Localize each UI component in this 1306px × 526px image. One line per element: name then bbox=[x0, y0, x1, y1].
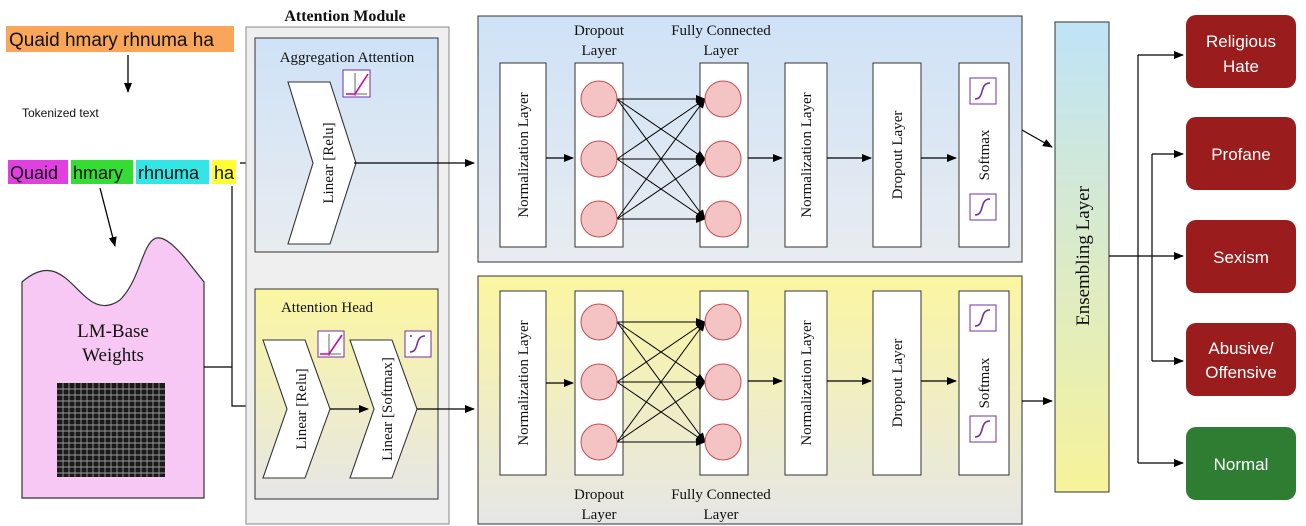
bottom-norm2-label: Normalization Layer bbox=[799, 320, 815, 445]
output-abusive-offensive: Abusive/ Offensive bbox=[1186, 323, 1296, 396]
aggregation-attention-title: Aggregation Attention bbox=[280, 50, 415, 66]
output-box bbox=[1186, 323, 1296, 396]
branch-top-box bbox=[477, 15, 1023, 263]
output-box bbox=[1186, 15, 1296, 88]
neuron bbox=[580, 363, 618, 401]
ensembling-layer bbox=[1054, 21, 1110, 493]
sentence-highlight bbox=[6, 26, 234, 52]
ensembling-layer-label: Ensembling Layer bbox=[1073, 185, 1094, 325]
lm-base-label-2: Weights bbox=[82, 345, 144, 366]
top-normalization-layer-2 bbox=[784, 62, 828, 248]
neuron bbox=[704, 303, 742, 341]
bottom-normalization-layer-1 bbox=[499, 290, 547, 476]
sigmoid-icon bbox=[969, 415, 997, 443]
output-label-line1: Abusive/ bbox=[1208, 339, 1273, 358]
sigmoid-icon bbox=[969, 77, 997, 105]
attention-module-title: Attention Module bbox=[284, 8, 405, 25]
neuron bbox=[704, 140, 742, 178]
top-dropout-neurons bbox=[580, 80, 618, 238]
top-dropout-layer-2 bbox=[872, 62, 922, 248]
attention-head-title: Attention Head bbox=[281, 300, 374, 316]
head-linear-relu-chevron bbox=[262, 339, 331, 479]
output-label-line1: Religious bbox=[1206, 32, 1276, 51]
head-linear-softmax-label: Linear [Softmax] bbox=[380, 357, 396, 461]
aggregation-linear-label: Linear [Relu] bbox=[321, 122, 337, 203]
output-label-line1: Sexism bbox=[1213, 248, 1269, 267]
bottom-dropout-title-1: Dropout bbox=[574, 487, 625, 503]
output-label-line2: Hate bbox=[1223, 57, 1259, 76]
sigmoid-icon-head bbox=[404, 330, 432, 358]
branch-bottom-box bbox=[477, 275, 1023, 525]
output-profane: Profane bbox=[1186, 117, 1296, 190]
bottom-fc-title-2: Layer bbox=[704, 507, 739, 523]
output-sexism: Sexism bbox=[1186, 220, 1296, 293]
head-linear-softmax-chevron bbox=[349, 339, 418, 479]
relu-icon-head bbox=[317, 330, 345, 358]
arrow-tokens-to-lm bbox=[99, 187, 117, 247]
sigmoid-icon bbox=[969, 193, 997, 221]
token-row: Quaid hmary rhnuma ha bbox=[8, 160, 236, 184]
sigmoid-icon bbox=[969, 304, 997, 332]
neuron bbox=[704, 200, 742, 238]
token-2: rhnuma bbox=[138, 163, 200, 183]
top-dropout2-label: Dropout Layer bbox=[890, 111, 906, 200]
token-bg-2 bbox=[136, 160, 209, 184]
output-box bbox=[1186, 117, 1296, 190]
top-fc-neurons bbox=[704, 80, 742, 238]
bottom-dropout2-label: Dropout Layer bbox=[890, 339, 906, 428]
token-bg-1 bbox=[71, 160, 133, 184]
token-3: ha bbox=[214, 163, 235, 183]
input-sentence: Quaid hmary rhnuma ha bbox=[9, 30, 214, 51]
token-0: Quaid bbox=[10, 163, 58, 183]
output-label-line2: Offensive bbox=[1205, 363, 1277, 382]
neuron bbox=[580, 140, 618, 178]
top-dropout-title-2: Layer bbox=[582, 43, 617, 59]
top-dropout-title-1: Dropout bbox=[574, 23, 625, 39]
output-connectors bbox=[1109, 51, 1184, 467]
output-label-line1: Normal bbox=[1214, 455, 1269, 474]
bottom-fc-connections bbox=[616, 318, 706, 446]
top-softmax-label: Softmax bbox=[977, 129, 993, 180]
relu-icon bbox=[342, 69, 371, 98]
arrow-branch-top-to-ensemble bbox=[1021, 129, 1053, 148]
top-fc-title-1: Fully Connected bbox=[671, 23, 771, 39]
token-bg-3 bbox=[212, 160, 236, 184]
top-fc-title-2: Layer bbox=[704, 43, 739, 59]
top-norm1-label: Normalization Layer bbox=[516, 92, 532, 217]
top-norm2-label: Normalization Layer bbox=[799, 92, 815, 217]
neuron bbox=[704, 363, 742, 401]
neuron bbox=[704, 423, 742, 461]
bottom-fc-title-1: Fully Connected bbox=[671, 487, 771, 503]
weights-grid-icon bbox=[57, 383, 165, 477]
lm-base-label-1: LM-Base bbox=[77, 321, 149, 342]
head-linear-relu-label: Linear [Relu] bbox=[294, 368, 310, 449]
token-bg-0 bbox=[8, 160, 68, 184]
aggregation-linear-chevron bbox=[287, 81, 357, 245]
bottom-norm1-label: Normalization Layer bbox=[516, 320, 532, 445]
bottom-fc-neurons bbox=[704, 303, 742, 461]
bottom-softmax-label: Softmax bbox=[977, 357, 993, 408]
output-religious-hate: Religious Hate bbox=[1186, 15, 1296, 88]
neuron bbox=[580, 200, 618, 238]
output-normal: Normal bbox=[1186, 427, 1296, 500]
neuron bbox=[580, 303, 618, 341]
top-fc-connections bbox=[616, 95, 706, 223]
bottom-dropout-neurons bbox=[580, 303, 618, 461]
neuron bbox=[580, 80, 618, 118]
neuron bbox=[580, 423, 618, 461]
neuron bbox=[704, 80, 742, 118]
bottom-dropout-title-2: Layer bbox=[582, 507, 617, 523]
output-box bbox=[1186, 427, 1296, 500]
output-box bbox=[1186, 220, 1296, 293]
bottom-normalization-layer-2 bbox=[784, 290, 828, 476]
top-normalization-layer-1 bbox=[499, 62, 547, 248]
tokenized-text-label: Tokenized text bbox=[22, 106, 99, 120]
token-1: hmary bbox=[73, 163, 123, 183]
output-label-line1: Profane bbox=[1211, 145, 1271, 164]
bottom-dropout-layer-2 bbox=[872, 290, 922, 476]
